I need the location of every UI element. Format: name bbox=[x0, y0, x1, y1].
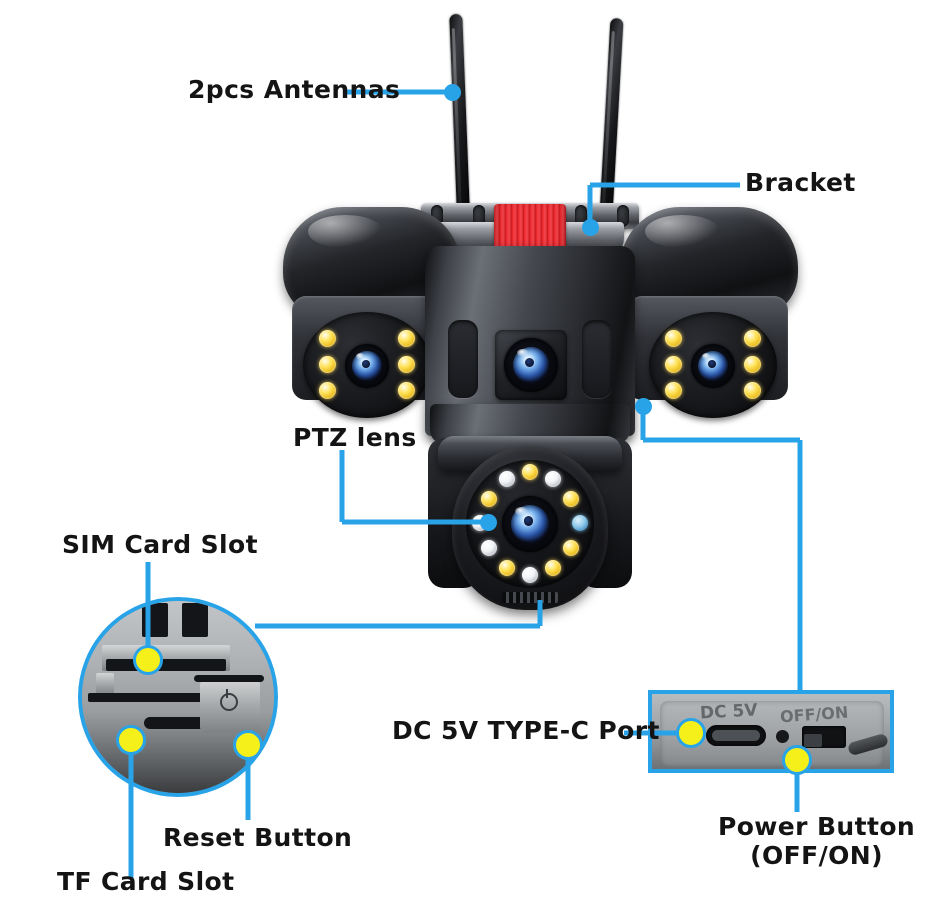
led bbox=[398, 382, 415, 399]
led bbox=[481, 540, 497, 556]
left-dome-lens bbox=[345, 344, 389, 388]
callout-label-ptz-lens: PTZ lens bbox=[293, 423, 417, 452]
power-switch-marker bbox=[782, 745, 812, 775]
callout-label-reset-button: Reset Button bbox=[163, 823, 353, 852]
led bbox=[744, 382, 761, 399]
callout-label-power-button: Power Button (OFF/ON) bbox=[718, 812, 915, 870]
left-dome-face bbox=[303, 312, 431, 418]
led bbox=[522, 567, 538, 583]
port-closeup-circle bbox=[78, 597, 278, 797]
callout-label-tf-card-slot: TF Card Slot bbox=[57, 867, 235, 896]
led bbox=[665, 382, 682, 399]
left-vent bbox=[448, 320, 478, 398]
led bbox=[572, 515, 588, 531]
led bbox=[319, 356, 336, 373]
port-closeup-photo bbox=[82, 601, 274, 793]
led bbox=[545, 471, 561, 487]
led bbox=[744, 356, 761, 373]
center-lens-frame bbox=[495, 330, 567, 400]
tf-card-slot-marker bbox=[116, 725, 146, 755]
reset-button-marker bbox=[233, 730, 263, 760]
right-dome-face bbox=[649, 312, 777, 418]
led bbox=[563, 491, 579, 507]
callout-label-antennas: 2pcs Antennas bbox=[188, 75, 401, 104]
callout-label-bracket: Bracket bbox=[745, 168, 856, 197]
led bbox=[398, 330, 415, 347]
led bbox=[319, 382, 336, 399]
led bbox=[563, 540, 579, 556]
callout-label-sim-card-slot: SIM Card Slot bbox=[62, 530, 258, 559]
led bbox=[499, 560, 515, 576]
typec-port-marker bbox=[676, 718, 706, 748]
center-lens bbox=[504, 338, 558, 392]
bracket-callout-dot bbox=[582, 219, 599, 236]
ptz-lens-unit bbox=[452, 446, 608, 610]
led bbox=[481, 491, 497, 507]
antenna-callout-dot bbox=[444, 84, 461, 101]
led bbox=[398, 356, 415, 373]
ptz-speaker-grille bbox=[502, 592, 558, 603]
right-vent bbox=[582, 320, 612, 398]
led bbox=[545, 560, 561, 576]
body-inset-callout-dot bbox=[635, 398, 652, 415]
ptz-lens-callout-dot bbox=[480, 514, 497, 531]
silkscreen-dc5v: DC 5V bbox=[699, 700, 758, 724]
led bbox=[665, 330, 682, 347]
led bbox=[744, 330, 761, 347]
led bbox=[665, 356, 682, 373]
sim-card-slot-marker bbox=[133, 645, 163, 675]
led bbox=[319, 330, 336, 347]
callout-label-dc-typec-port: DC 5V TYPE-C Port bbox=[392, 716, 660, 745]
led bbox=[522, 464, 538, 480]
right-dome-lens bbox=[691, 344, 735, 388]
power-button-label-line2: (OFF/ON) bbox=[750, 841, 883, 870]
power-button-label-line1: Power Button bbox=[718, 812, 916, 841]
led bbox=[499, 471, 515, 487]
ptz-lens bbox=[502, 496, 558, 552]
